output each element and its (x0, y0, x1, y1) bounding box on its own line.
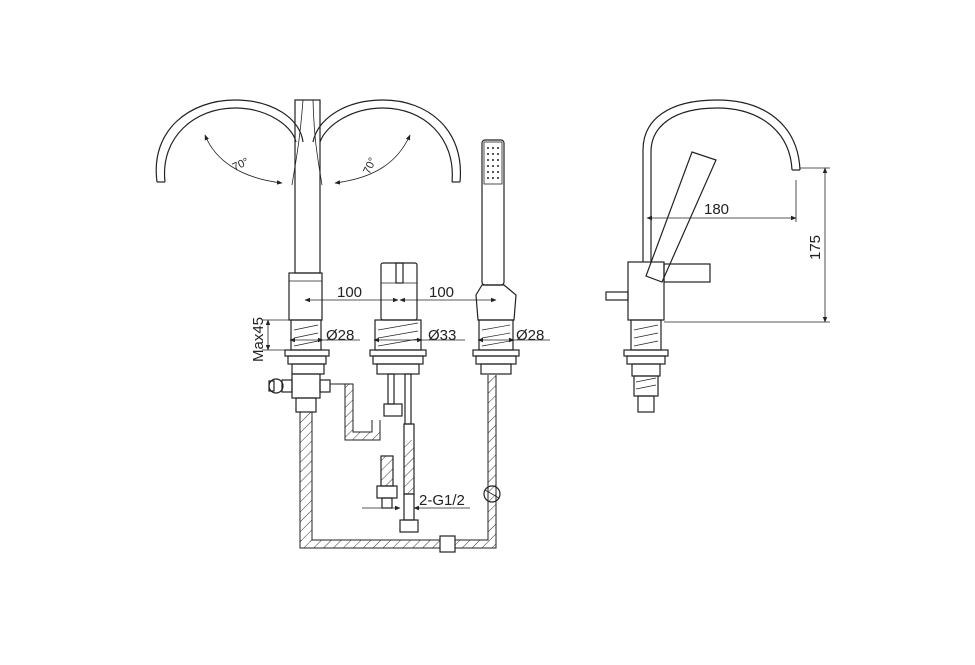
height-dimension: 175 (664, 167, 830, 323)
hand-shower (475, 139, 517, 321)
valve-block (268, 373, 331, 413)
shanks: Ø28 Ø33 Ø28 (289, 319, 550, 351)
max-deck-label: Max45 (250, 317, 267, 362)
hole-center-label: Ø33 (428, 327, 456, 344)
inlet-thread-dimension: 2-G1/2 (362, 492, 470, 511)
reach-dimension: 180 (646, 180, 797, 222)
side-shank (623, 319, 669, 413)
max-deck-dimension: Max45 (250, 317, 290, 362)
side-body (605, 261, 711, 321)
side-lever (645, 151, 717, 283)
center-mixer (380, 262, 418, 321)
shower-nozzles (487, 147, 499, 179)
spout-body (288, 99, 323, 321)
hole-left-label: Ø28 (326, 327, 354, 344)
inlet-thread-label: 2-G1/2 (419, 492, 465, 509)
inlet-hoses (376, 373, 419, 533)
angle-label-right: 70° (361, 156, 379, 176)
spout-arcs (155, 99, 462, 186)
hoses (299, 375, 501, 553)
spacing-left-label: 100 (337, 284, 362, 301)
side-view: 180 175 (605, 99, 830, 413)
reach-label: 180 (704, 201, 729, 218)
mounting-nuts (284, 349, 520, 375)
angle-arrow-right (334, 134, 411, 185)
height-label: 175 (807, 235, 824, 260)
hole-right-label: Ø28 (516, 327, 544, 344)
spacing-right-label: 100 (429, 284, 454, 301)
side-spout (642, 99, 801, 262)
front-view: 70° 70° (155, 99, 550, 553)
spacing-dimension: 100 100 (304, 284, 497, 303)
angle-label-left: 70° (231, 156, 251, 174)
angle-arrow-left (204, 134, 283, 185)
